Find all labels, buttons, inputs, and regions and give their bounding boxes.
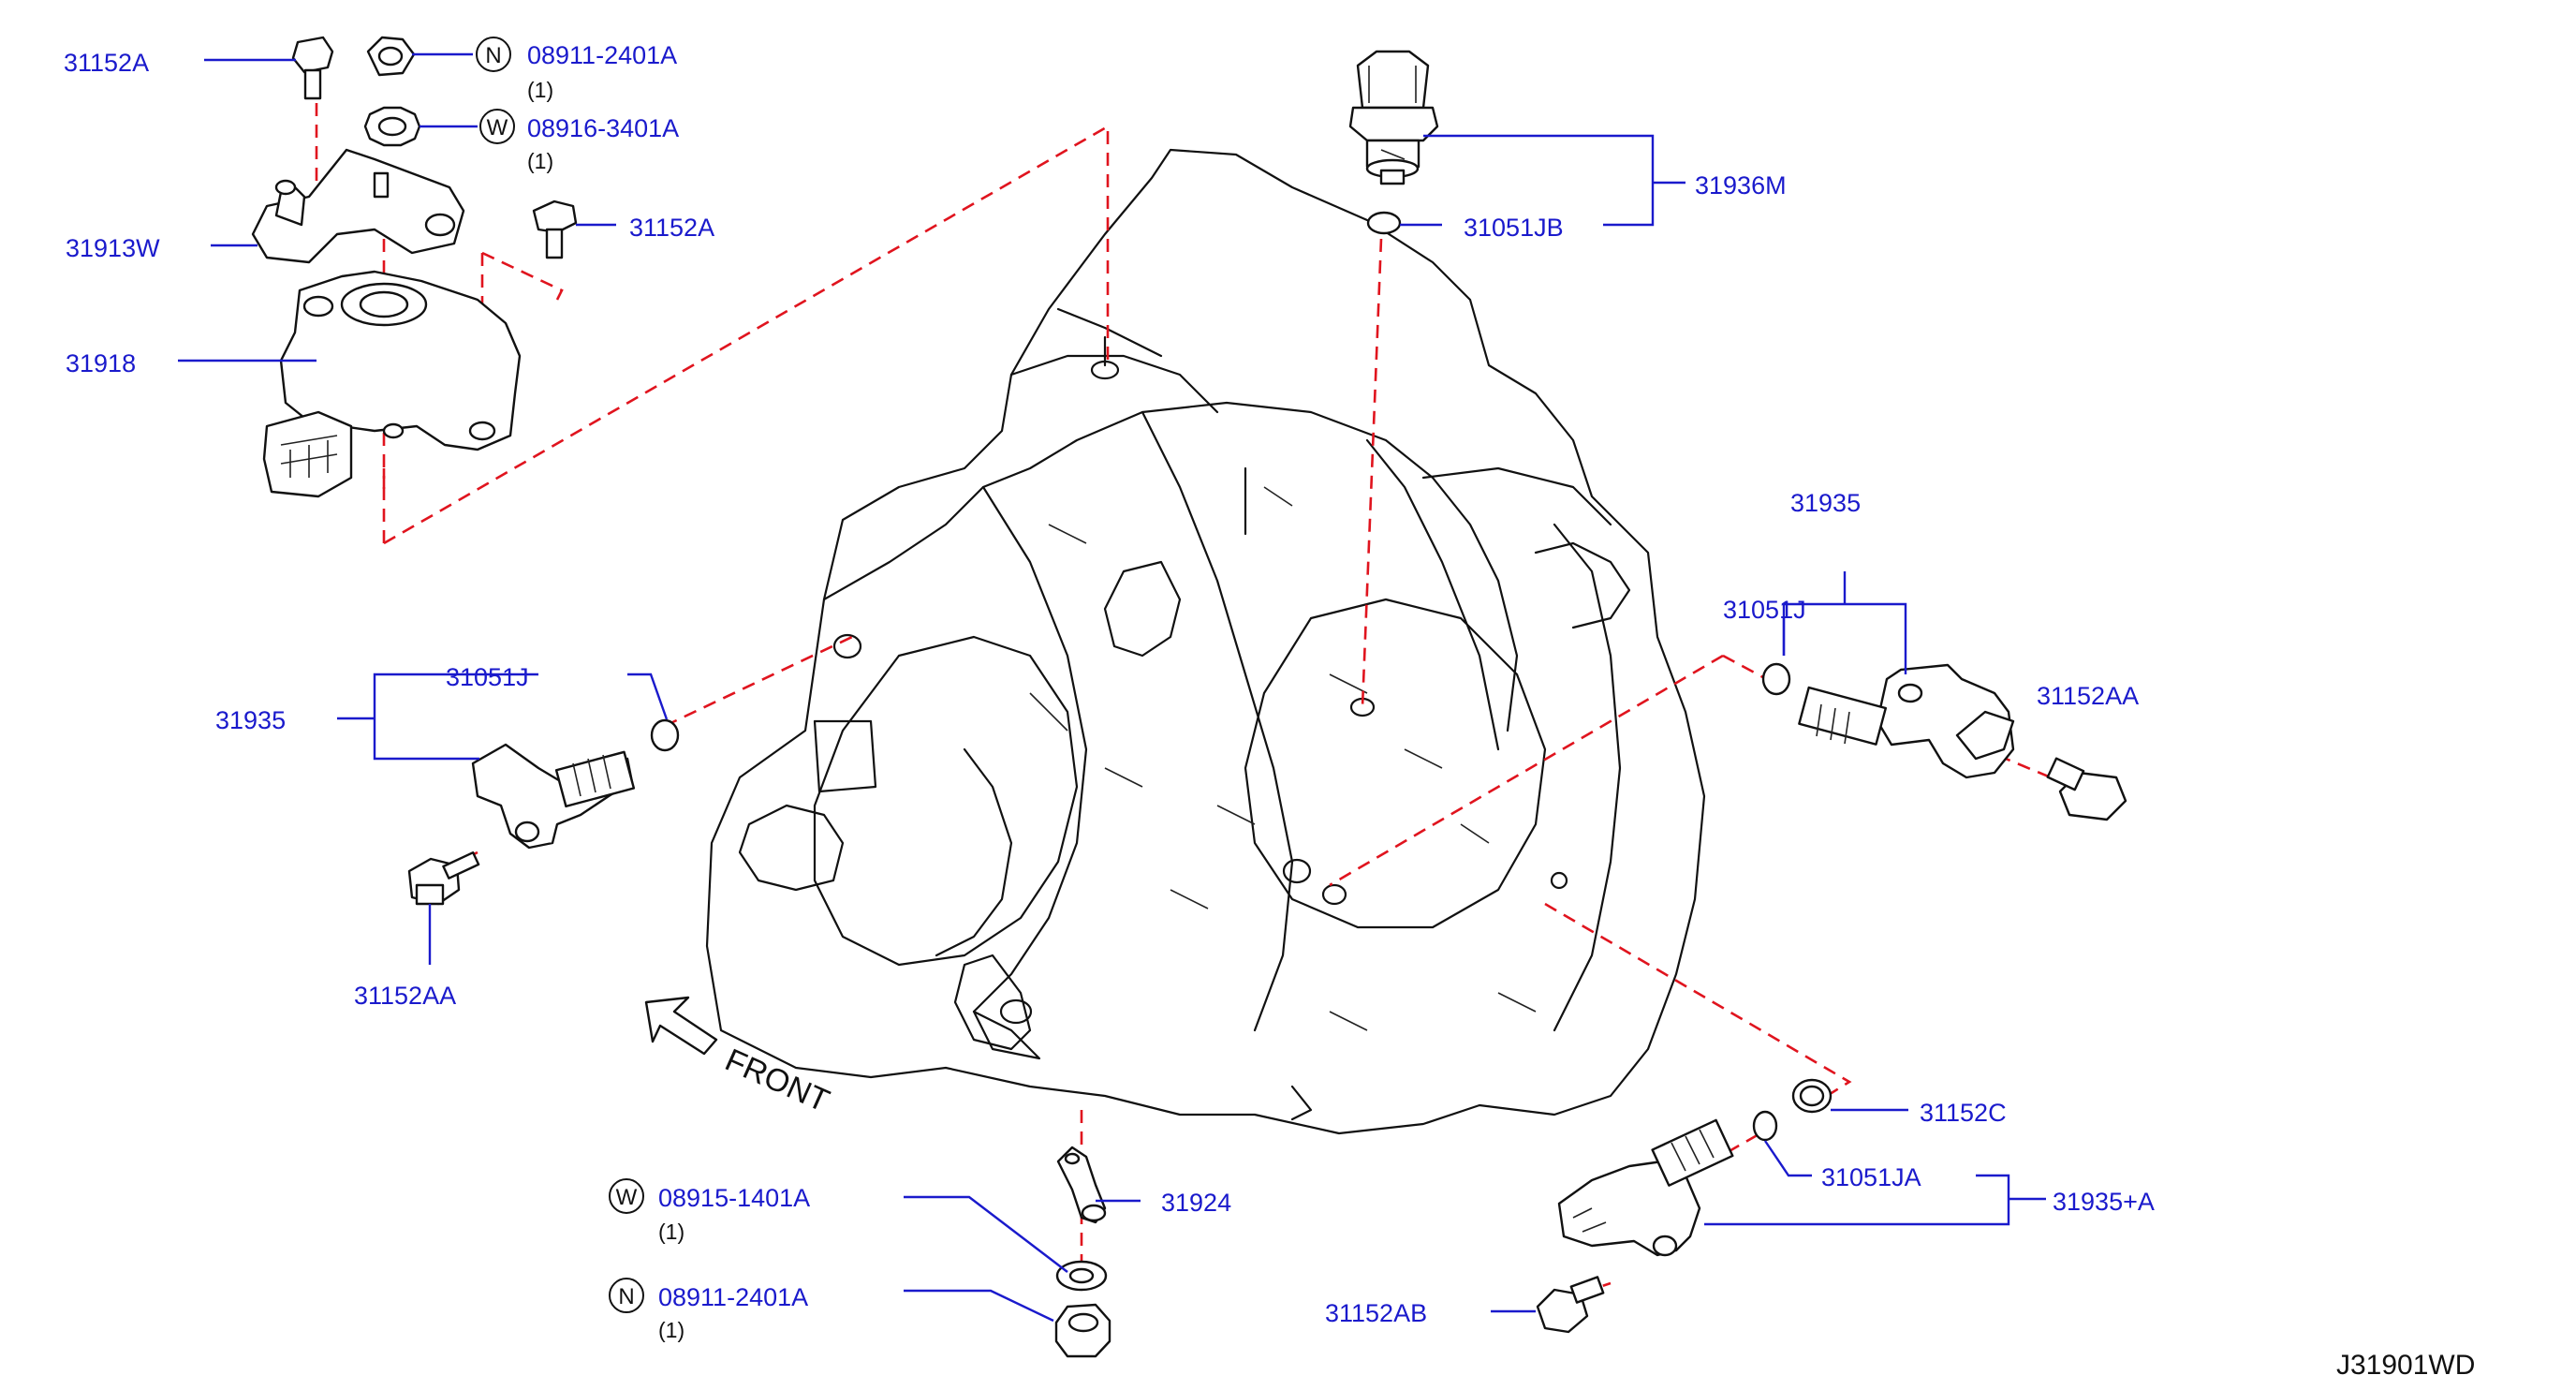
washer-top-qty: (1) bbox=[527, 149, 553, 173]
label-bolt-31152A-mid: 31152A bbox=[629, 214, 714, 242]
bolt-bottom bbox=[1536, 1276, 1605, 1334]
bolt-left bbox=[407, 851, 480, 906]
label-sensor-left: 31935 bbox=[215, 706, 286, 734]
label-pressure-oring: 31051JB bbox=[1464, 214, 1564, 242]
label-oring-bottom: 31051JA bbox=[1821, 1163, 1921, 1191]
pressure-oring bbox=[1366, 211, 1402, 235]
label-sensor-bottom: 31935+A bbox=[2053, 1188, 2155, 1216]
label-nut-top: 08911-2401A bbox=[527, 41, 677, 69]
nut-bottom-letter: N bbox=[618, 1284, 634, 1309]
label-nut-bottom: 08911-2401A bbox=[658, 1283, 808, 1311]
washer-bottom-letter: W bbox=[616, 1185, 638, 1210]
oring-left bbox=[650, 718, 680, 752]
sensor-left bbox=[471, 743, 636, 850]
label-bolt-31152A-top: 31152A bbox=[64, 49, 149, 77]
seal-ring bbox=[1791, 1078, 1833, 1114]
front-label: FRONT bbox=[720, 1042, 834, 1119]
washer-bottom-badge bbox=[609, 1178, 644, 1214]
label-bolt-left: 31152AA bbox=[354, 982, 456, 1010]
washer-top bbox=[363, 106, 421, 147]
nut-top bbox=[366, 36, 416, 77]
washer-top-letter: W bbox=[487, 115, 508, 140]
nut-bottom bbox=[1054, 1303, 1111, 1358]
washer-top-badge bbox=[479, 109, 515, 144]
label-bolt-right: 31152AA bbox=[2037, 682, 2139, 710]
bolt-31152A-mid bbox=[532, 200, 578, 259]
label-lever: 31924 bbox=[1161, 1189, 1231, 1217]
label-bolt-bottom: 31152AB bbox=[1325, 1299, 1427, 1327]
label-oring-left: 31051J bbox=[446, 663, 529, 691]
assembly-lines bbox=[315, 103, 2052, 1294]
oring-right bbox=[1761, 662, 1791, 696]
nut-top-qty: (1) bbox=[527, 78, 553, 102]
leader-lines bbox=[178, 52, 2046, 1323]
nut-top-letter: N bbox=[485, 43, 501, 68]
label-inhibitor-switch: 31918 bbox=[66, 349, 136, 377]
label-oring-right: 31051J bbox=[1723, 596, 1806, 624]
transmission-case bbox=[705, 148, 1706, 1135]
callout-labels: 31152A N 08911-2401A (1) W 08916-3401A (… bbox=[64, 37, 2155, 1342]
bracket bbox=[251, 148, 465, 264]
washer-bottom bbox=[1055, 1260, 1108, 1292]
sensor-right bbox=[1798, 663, 2015, 779]
washer-bottom-qty: (1) bbox=[658, 1220, 684, 1244]
label-washer-bottom: 08915-1401A bbox=[658, 1184, 810, 1212]
front-arrow bbox=[644, 996, 718, 1056]
label-sensor-right: 31935 bbox=[1790, 489, 1861, 517]
label-seal-ring: 31152C bbox=[1920, 1099, 2007, 1127]
label-washer-top: 08916-3401A bbox=[527, 114, 679, 142]
oring-bottom bbox=[1752, 1110, 1778, 1142]
bolt-31152A-top bbox=[291, 36, 334, 100]
label-pressure-sensor: 31936M bbox=[1695, 171, 1787, 200]
nut-top-badge bbox=[476, 37, 511, 72]
nut-bottom-qty: (1) bbox=[658, 1318, 684, 1342]
label-bracket: 31913W bbox=[66, 234, 160, 262]
sensor-bottom bbox=[1557, 1118, 1734, 1257]
pressure-sensor bbox=[1348, 50, 1439, 185]
lever bbox=[1056, 1146, 1107, 1224]
bolt-right bbox=[2046, 757, 2127, 821]
inhibitor-switch bbox=[262, 270, 522, 498]
nut-bottom-badge bbox=[609, 1278, 644, 1313]
diagram-code: J31901WD bbox=[2336, 1350, 2475, 1381]
